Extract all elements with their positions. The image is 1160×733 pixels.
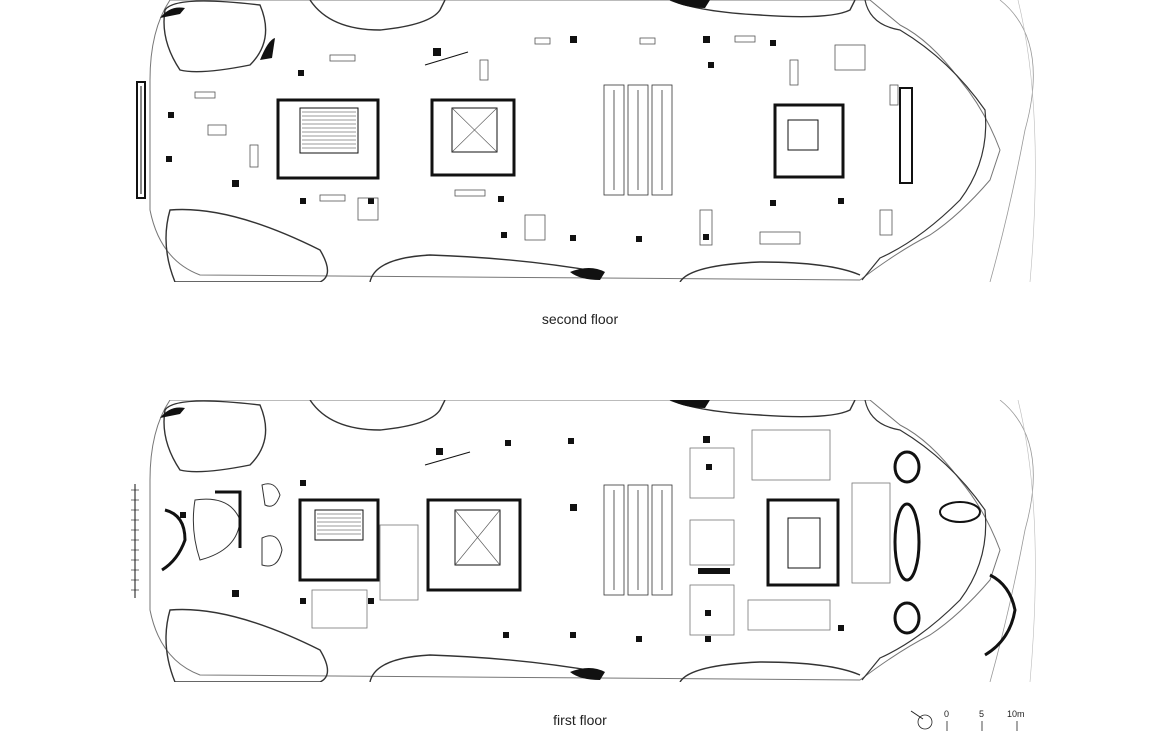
scale-bar: 0 5 10m (905, 705, 1035, 733)
scale-graphic (910, 710, 1018, 731)
scale-label-0: 0 (944, 709, 950, 719)
second-floor-plan (0, 0, 1160, 282)
second-floor-drawing (136, 0, 1036, 282)
second-floor-caption: second floor (541, 311, 619, 327)
first-floor-caption: first floor (553, 712, 607, 728)
north-arrow-icon (910, 710, 933, 730)
scale-label-5: 5 (979, 709, 985, 719)
first-floor-drawing (131, 400, 1036, 682)
first-floor-plan (0, 400, 1160, 682)
scale-label-10m: 10m (1007, 709, 1025, 719)
